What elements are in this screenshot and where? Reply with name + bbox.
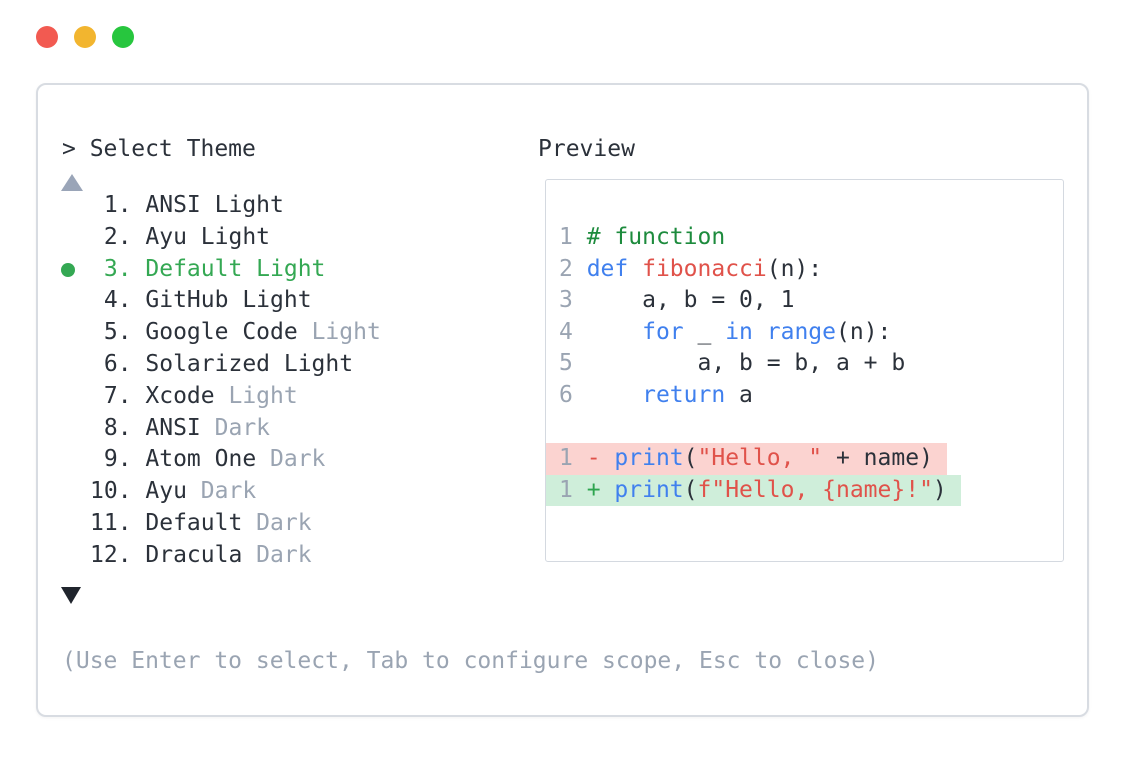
- theme-item-number: 10.: [90, 478, 146, 505]
- theme-list: 1. ANSI Light 2. Ayu Light 3. Default Li…: [38, 190, 567, 572]
- theme-item-number: 2.: [90, 223, 146, 250]
- line-number: 5: [559, 350, 587, 377]
- line-number: 4: [559, 318, 587, 345]
- line-number: 1: [559, 476, 587, 503]
- window-controls: [36, 26, 134, 48]
- theme-item-number: 3.: [90, 255, 146, 282]
- preview-box: 1 # function 2 def fibonacci(n): 3 a, b = …: [545, 179, 1064, 562]
- theme-item-12[interactable]: 12. Dracula Dark: [38, 540, 567, 572]
- line-number: 1: [559, 445, 587, 472]
- help-text: (Use Enter to select, Tab to configure s…: [62, 648, 879, 674]
- code-line: [546, 412, 1063, 444]
- select-theme-prompt: > Select Theme: [62, 136, 256, 162]
- theme-item-3[interactable]: 3. Default Light: [38, 254, 567, 286]
- theme-item-label: Solarized Light: [145, 350, 354, 377]
- code-area: 1 # function 2 def fibonacci(n): 3 a, b = …: [546, 180, 1063, 507]
- theme-item-number: 12.: [90, 541, 146, 568]
- theme-item-number: 1.: [90, 192, 146, 218]
- theme-item-label: Light: [228, 382, 298, 409]
- theme-item-label: Google Code: [145, 319, 312, 346]
- code-line: 3 a, b = 0, 1: [559, 287, 795, 314]
- theme-item-label: Dracula: [145, 541, 257, 568]
- diff-line-add: 1 + print(f"Hello, {name}!"): [546, 474, 1063, 507]
- code-line: 6 return a: [559, 381, 753, 408]
- scroll-down-icon[interactable]: [61, 587, 81, 604]
- theme-item-label: Light: [311, 319, 381, 346]
- theme-item-6[interactable]: 6. Solarized Light: [38, 349, 567, 381]
- theme-item-label: Dark: [256, 509, 312, 536]
- theme-item-label: Dark: [200, 478, 257, 505]
- theme-item-number: 8.: [90, 414, 146, 441]
- theme-item-label: Dark: [214, 414, 271, 441]
- theme-item-label: Atom One: [145, 446, 271, 473]
- code-line: 4 for _ in range(n):: [559, 318, 892, 345]
- zoom-button[interactable]: [112, 26, 134, 48]
- preview-label: Preview: [538, 136, 635, 162]
- line-number: 6: [559, 381, 587, 408]
- scroll-up-icon[interactable]: [61, 174, 83, 191]
- theme-item-11[interactable]: 11. Default Dark: [38, 508, 567, 540]
- theme-item-number: 6.: [90, 350, 146, 377]
- selected-dot-icon: [61, 262, 75, 277]
- theme-item-10[interactable]: 10. Ayu Dark: [38, 476, 567, 508]
- theme-item-number: 9.: [90, 446, 146, 473]
- theme-picker-panel: > Select Theme 1. ANSI Light 2. Ayu Ligh…: [36, 83, 1089, 717]
- theme-item-5[interactable]: 5. Google Code Light: [38, 317, 567, 349]
- theme-item-label: Default: [145, 509, 257, 536]
- theme-item-9[interactable]: 9. Atom One Dark: [38, 444, 567, 476]
- theme-item-1[interactable]: 1. ANSI Light: [38, 190, 567, 222]
- minimize-button[interactable]: [74, 26, 96, 48]
- code-line: 5 a, b = b, a + b: [559, 350, 906, 377]
- diff-line-del: 1 - print("Hello, " + name): [546, 443, 1063, 475]
- theme-item-label: Xcode: [145, 382, 229, 409]
- code-line: 2 def fibonacci(n):: [559, 255, 823, 282]
- line-number: 2: [559, 255, 587, 282]
- close-button[interactable]: [36, 26, 58, 48]
- theme-item-4[interactable]: 4. GitHub Light: [38, 285, 567, 317]
- theme-item-number: 4.: [90, 287, 146, 314]
- theme-item-label: Dark: [256, 541, 312, 568]
- theme-item-label: ANSI: [145, 414, 215, 441]
- line-number: 1: [559, 224, 587, 250]
- code-line: 1 # function: [559, 224, 726, 250]
- theme-item-2[interactable]: 2. Ayu Light: [38, 222, 567, 254]
- theme-item-label: Dark: [270, 446, 326, 473]
- theme-item-label: ANSI Light: [145, 192, 284, 218]
- theme-item-number: 11.: [90, 509, 146, 536]
- theme-item-7[interactable]: 7. Xcode Light: [38, 381, 567, 413]
- line-number: 3: [559, 287, 587, 314]
- theme-item-number: 7.: [90, 382, 146, 409]
- theme-item-label: Ayu: [145, 478, 201, 505]
- theme-item-8[interactable]: 8. ANSI Dark: [38, 413, 567, 445]
- theme-item-label: Ayu Light: [145, 223, 271, 250]
- theme-item-label: GitHub Light: [145, 287, 312, 314]
- theme-item-label: Default Light: [145, 255, 326, 282]
- theme-item-number: 5.: [90, 319, 146, 346]
